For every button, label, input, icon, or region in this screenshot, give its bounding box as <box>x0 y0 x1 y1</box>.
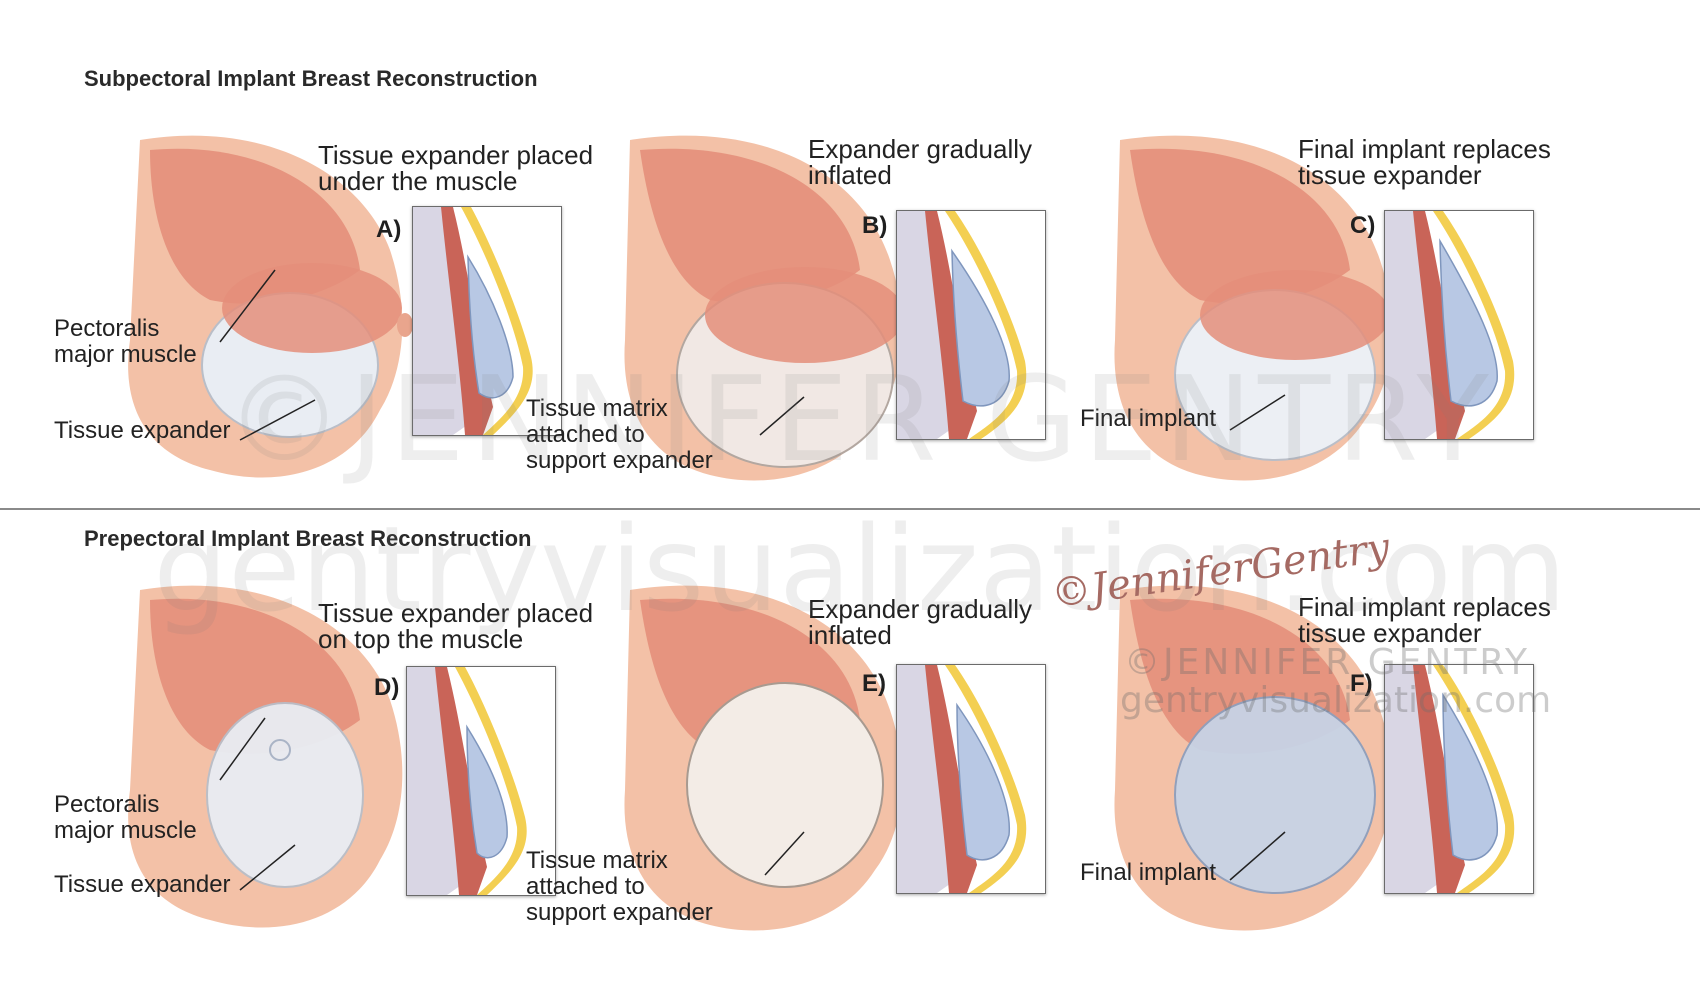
label-tissue-expander: Tissue expander <box>54 871 231 898</box>
panel-letter: C) <box>1350 212 1376 239</box>
label-tissue-expander: Tissue expander <box>54 417 231 444</box>
section-title-subpectoral: Subpectoral Implant Breast Reconstructio… <box>84 66 538 91</box>
panel-letter: B) <box>862 212 888 239</box>
panel-letter: E) <box>862 670 886 697</box>
label-final-implant: Final implant <box>1080 859 1217 886</box>
breast-illustration <box>1114 585 1392 931</box>
panel-letter: A) <box>376 216 402 243</box>
section-title-prepectoral: Prepectoral Implant Breast Reconstructio… <box>84 526 532 551</box>
breast-illustration <box>1114 135 1392 481</box>
breast-illustration <box>128 585 403 928</box>
cross-section-inset <box>896 664 1046 894</box>
cross-section-inset <box>412 206 562 436</box>
watermark-small-website: gentryvisualization.com <box>1120 680 1552 721</box>
cross-section-inset <box>1384 210 1534 440</box>
breast-illustration <box>624 585 902 931</box>
panel-letter: F) <box>1350 670 1373 697</box>
cross-section-inset <box>896 210 1046 440</box>
breast-illustration <box>624 135 905 481</box>
cross-section-inset <box>1384 664 1534 894</box>
breast-illustration <box>128 135 413 478</box>
section-divider <box>0 508 1700 510</box>
panel-letter: D) <box>374 674 400 701</box>
cross-section-inset <box>406 666 556 896</box>
label-final-implant: Final implant <box>1080 405 1217 432</box>
watermark-small-copyright: ©JENNIFER GENTRY <box>1124 642 1531 683</box>
